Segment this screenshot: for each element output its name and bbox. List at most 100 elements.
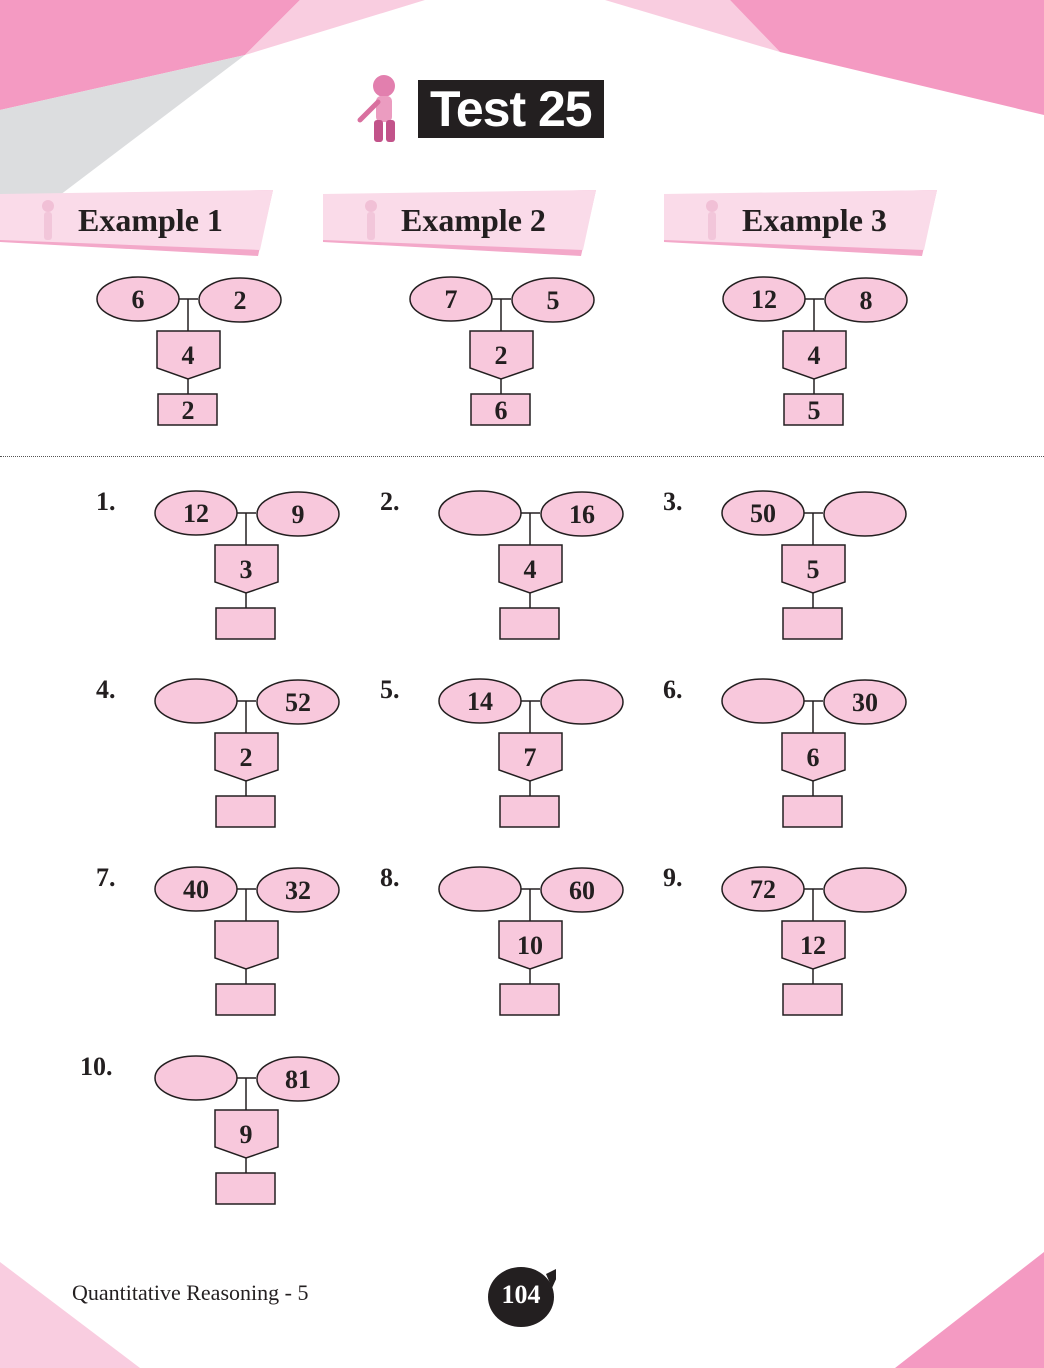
right-value: 30 xyxy=(852,688,878,717)
left-oval xyxy=(721,490,805,536)
bottom-box xyxy=(215,983,276,1016)
middle-value: 2 xyxy=(495,341,508,370)
question-diagram-10: 81 9 xyxy=(154,1055,340,1205)
character-mascot-icon xyxy=(357,75,395,142)
right-oval xyxy=(823,867,907,913)
bottom-box xyxy=(782,983,843,1016)
left-oval xyxy=(154,866,238,912)
question-number: 9. xyxy=(663,863,683,892)
question-diagram-8: 60 10 xyxy=(438,866,624,1016)
right-oval xyxy=(540,679,624,725)
question-diagram-3: 50 5 xyxy=(721,490,907,640)
bottom-value: 2 xyxy=(182,396,195,425)
middle-value: 12 xyxy=(800,931,826,960)
middle-pentagon xyxy=(214,544,279,594)
right-oval xyxy=(823,491,907,537)
middle-pentagon xyxy=(498,544,563,594)
middle-pentagon xyxy=(214,732,279,782)
left-oval xyxy=(438,866,522,912)
example-label: Example 2 xyxy=(401,202,546,238)
left-oval xyxy=(154,678,238,724)
question-diagram-4: 52 2 xyxy=(154,678,340,828)
middle-pentagon xyxy=(498,920,563,970)
character-icon xyxy=(365,200,377,240)
left-oval xyxy=(722,276,806,322)
left-value: 40 xyxy=(183,875,209,904)
middle-pentagon xyxy=(781,732,846,782)
question-diagram-1: 12 9 3 xyxy=(154,490,340,640)
example-diagram-3: 12 8 4 5 xyxy=(722,276,908,426)
middle-value: 2 xyxy=(240,743,253,772)
left-oval xyxy=(409,276,493,322)
question-diagram-9: 72 12 xyxy=(721,866,907,1016)
question-number: 4. xyxy=(96,675,116,704)
example-banner-2: Example 2 xyxy=(323,190,613,256)
middle-pentagon xyxy=(214,1109,279,1159)
bottom-box xyxy=(783,393,844,426)
bottom-box xyxy=(499,607,560,640)
character-icon xyxy=(42,200,54,240)
middle-value: 5 xyxy=(807,555,820,584)
right-oval xyxy=(256,491,340,537)
question-number: 8. xyxy=(380,863,400,892)
right-value: 81 xyxy=(285,1065,311,1094)
middle-value: 4 xyxy=(182,341,195,370)
right-oval xyxy=(256,679,340,725)
right-value: 8 xyxy=(860,286,873,315)
example-label: Example 3 xyxy=(742,202,887,238)
question-diagram-7: 40 32 xyxy=(154,866,340,1016)
right-oval xyxy=(823,679,907,725)
middle-pentagon xyxy=(781,920,846,970)
left-value: 14 xyxy=(467,687,493,716)
example-banner-3: Example 3 xyxy=(664,190,954,256)
right-value: 5 xyxy=(547,286,560,315)
footer-book-title: Quantitative Reasoning - 5 xyxy=(72,1280,309,1305)
bottom-box xyxy=(499,795,560,828)
example-diagram-2: 7 5 2 6 xyxy=(409,276,595,426)
middle-value: 6 xyxy=(807,743,820,772)
page-number: 104 xyxy=(501,1280,541,1309)
middle-value: 9 xyxy=(240,1120,253,1149)
example-label: Example 1 xyxy=(78,202,223,238)
page-title: Test 25 xyxy=(418,80,604,138)
middle-value: 4 xyxy=(524,555,537,584)
right-value: 52 xyxy=(285,688,311,717)
left-value: 72 xyxy=(750,875,776,904)
bottom-box xyxy=(215,1172,276,1205)
bottom-box xyxy=(499,983,560,1016)
middle-value: 3 xyxy=(240,555,253,584)
right-oval xyxy=(198,277,282,323)
left-oval xyxy=(154,1055,238,1101)
left-oval xyxy=(154,490,238,536)
bottom-box xyxy=(470,393,531,426)
question-diagram-2: 16 4 xyxy=(438,490,624,640)
bottom-box xyxy=(215,607,276,640)
bottom-box xyxy=(782,795,843,828)
right-oval xyxy=(540,867,624,913)
question-number: 7. xyxy=(96,863,116,892)
bottom-value: 6 xyxy=(495,396,508,425)
question-number: 5. xyxy=(380,675,400,704)
question-number: 10. xyxy=(80,1052,113,1081)
left-oval xyxy=(721,678,805,724)
middle-pentagon xyxy=(214,920,279,970)
middle-pentagon xyxy=(781,544,846,594)
left-value: 12 xyxy=(751,285,777,314)
left-oval xyxy=(721,866,805,912)
right-oval xyxy=(511,277,595,323)
left-value: 6 xyxy=(132,285,145,314)
question-diagram-6: 30 6 xyxy=(721,678,907,828)
bottom-box xyxy=(157,393,218,426)
right-value: 2 xyxy=(234,286,247,315)
right-value: 9 xyxy=(292,500,305,529)
middle-pentagon xyxy=(498,732,563,782)
left-value: 50 xyxy=(750,499,776,528)
example-banner-1: Example 1 xyxy=(0,190,290,256)
middle-pentagon xyxy=(156,330,221,380)
right-value: 60 xyxy=(569,876,595,905)
left-oval xyxy=(96,276,180,322)
section-divider xyxy=(0,456,1044,457)
right-oval xyxy=(256,1056,340,1102)
